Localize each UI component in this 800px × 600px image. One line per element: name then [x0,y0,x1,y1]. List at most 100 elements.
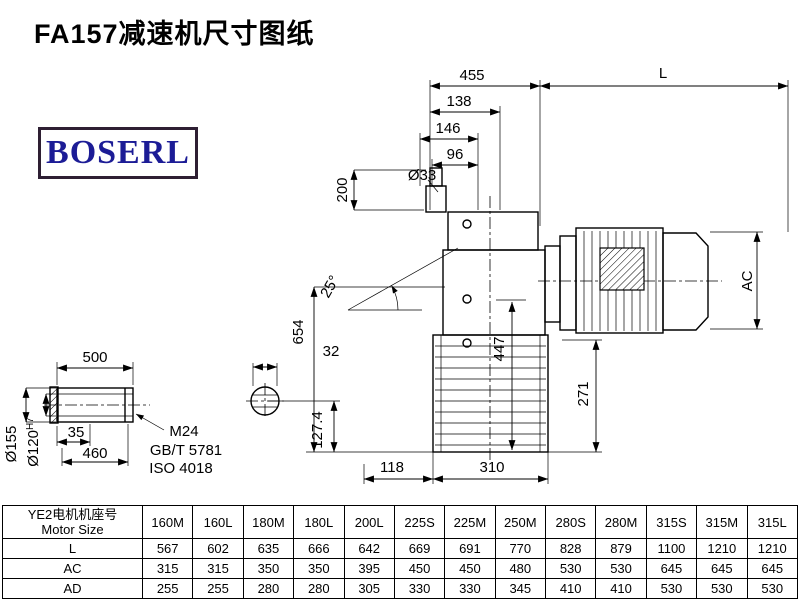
table-cell: 480 [494,558,547,579]
table-cell: 350 [293,558,345,579]
table-cell: 642 [343,538,395,559]
table-cell: 1210 [746,538,798,559]
dim-diameter-33: Ø33 [408,167,436,184]
dim-200: 200 [334,177,351,202]
table-cell: 330 [393,578,446,599]
terminal-box [599,247,645,291]
logo-frame: BOSERL [38,127,198,179]
table-cell: 666 [293,538,345,559]
dim-L: L [659,65,667,82]
table-cell: 280 [293,578,345,599]
col-header: 315S [645,505,698,539]
table-cell: 635 [242,538,295,559]
table-cell: 879 [595,538,647,559]
dim-146: 146 [435,120,460,137]
dim-138: 138 [446,93,471,110]
table-cell: 395 [343,558,395,579]
dim-447: 447 [491,336,508,361]
table-cell: 530 [595,558,647,579]
table-cell: 350 [242,558,295,579]
table-cell: 828 [544,538,597,559]
page-title: FA157减速机尺寸图纸 [34,19,315,49]
dim-35: 35 [68,424,85,441]
dim-96: 96 [447,146,464,163]
table-cell: 1100 [645,538,698,559]
table-cell: 450 [393,558,446,579]
table-row-L: L 567 602 635 666 642 669 691 770 828 87… [2,538,798,559]
dim-500: 500 [82,349,107,366]
motor-size-header-cell: YE2电机机座号 Motor Size [2,505,143,539]
table-cell: 530 [746,578,798,599]
table-row-AD: AD 255 255 280 280 305 330 330 345 410 4… [2,578,798,599]
col-header: 280M [595,505,647,539]
dim-32: 32 [323,343,340,360]
table-cell: 602 [192,538,244,559]
table-cell: 567 [141,538,194,559]
table-cell: 410 [595,578,647,599]
col-header: 225S [393,505,446,539]
technical-drawing: 455 L 138 146 96 Ø33 200 25° 654 447 AC … [3,65,789,484]
table-cell: 410 [544,578,597,599]
table-cell: 645 [746,558,798,579]
col-header: 180L [293,505,345,539]
table-cell: 345 [494,578,547,599]
dim-AC: AC [739,270,756,291]
table-cell: 770 [494,538,547,559]
table-cell: 315 [192,558,244,579]
col-header: 250M [494,505,547,539]
logo-text: BOSERL [46,134,190,171]
table-cell: 645 [645,558,698,579]
table-cell: 280 [242,578,295,599]
table-cell: 450 [444,558,496,579]
centerlines [44,196,722,462]
dim-460: 460 [82,445,107,462]
table-cell: 530 [696,578,748,599]
motor-size-table: YE2电机机座号 Motor Size 160M 160L 180M 180L … [2,505,798,599]
col-header: 315M [696,505,748,539]
row-label: L [2,538,143,559]
col-header: 315L [746,505,798,539]
col-header: 160L [192,505,244,539]
motor-size-label-cn: YE2电机机座号 [27,507,118,522]
label-GBT-5781: GB/T 5781 [150,442,222,459]
dim-diameter-120H7: Ø120H7 [25,417,42,467]
col-header: 200L [343,505,395,539]
dim-310: 310 [479,459,504,476]
dim-angle-25: 25° [317,273,343,301]
table-cell: 315 [141,558,194,579]
dim-118: 118 [380,459,404,476]
extension-lines [26,80,789,484]
gearbox-housing [425,167,549,453]
row-label: AD [2,578,143,599]
table-cell: 530 [645,578,698,599]
motor-body [544,227,709,334]
dimension-lines [22,82,789,483]
table-row-AC: AC 315 315 350 350 395 450 450 480 530 5… [2,558,798,579]
table-cell: 530 [544,558,597,579]
table-cell: 305 [343,578,395,599]
shaft-inner-lines [57,393,133,417]
row-label: AC [2,558,143,579]
table-cell: 255 [141,578,194,599]
table-cell: 1210 [696,538,748,559]
angle-dimension [347,247,459,311]
motor-size-label-en: Motor Size [41,522,104,537]
table-cell: 645 [696,558,748,579]
table-header-row: YE2电机机座号 Motor Size 160M 160L 180M 180L … [2,505,798,539]
col-header: 180M [242,505,295,539]
label-ISO-4018: ISO 4018 [149,460,212,477]
table-cell: 330 [444,578,496,599]
col-header: 225M [444,505,496,539]
label-M24: M24 [169,423,198,440]
table-cell: 691 [444,538,496,559]
table-cell: 669 [393,538,446,559]
dim-127-4: 127.4 [309,411,326,449]
col-header: 280S [544,505,597,539]
dim-654: 654 [290,319,307,344]
table-cell: 255 [192,578,244,599]
dim-455: 455 [459,67,484,84]
col-header: 160M [141,505,194,539]
dim-271: 271 [575,381,592,406]
dim-diameter-155: Ø155 [3,426,20,463]
